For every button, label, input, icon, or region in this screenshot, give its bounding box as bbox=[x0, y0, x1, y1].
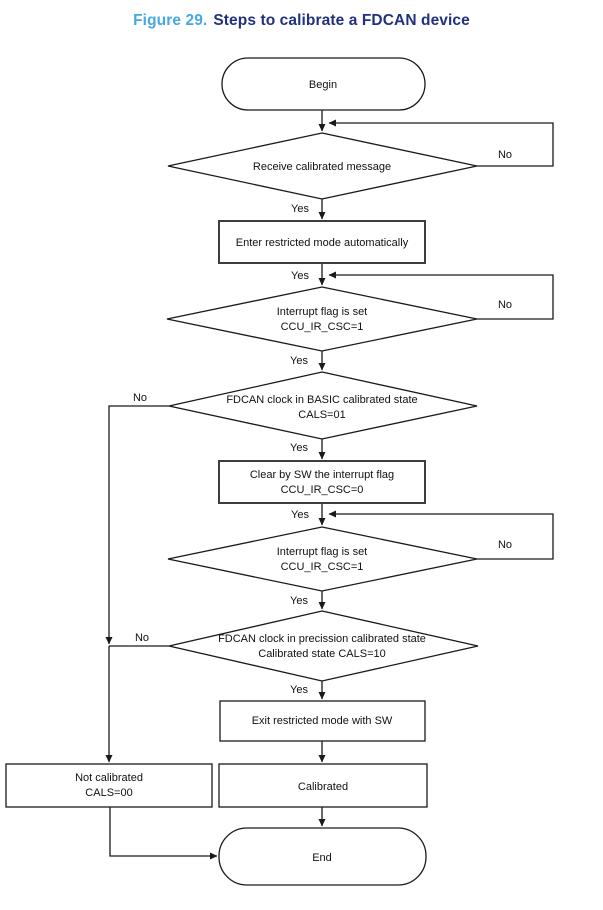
label-basic-no: No bbox=[133, 392, 147, 404]
node-not-calibrated-line1: Not calibrated bbox=[75, 772, 143, 784]
node-precision-calibrated-decision bbox=[168, 610, 479, 682]
label-interrupt2-yes: Yes bbox=[290, 595, 308, 607]
node-exit-restricted-label: Exit restricted mode with SW bbox=[252, 715, 393, 727]
node-clear-flag-line2: CCU_IR_CSC=0 bbox=[281, 484, 364, 496]
node-precision-calibrated-line2: Calibrated state CALS=10 bbox=[258, 648, 386, 660]
node-receive-message-label: Receive calibrated message bbox=[253, 161, 391, 173]
figure-title: Figure 29. Steps to calibrate a FDCAN dev… bbox=[0, 12, 603, 30]
edge-interrupt2-no-loop bbox=[328, 510, 554, 560]
edge-interrupt1-no-loop bbox=[328, 271, 554, 320]
label-basic-yes: Yes bbox=[290, 442, 308, 454]
node-interrupt-flag-2-line1: Interrupt flag is set bbox=[277, 546, 368, 558]
node-interrupt-flag-2-decision bbox=[167, 526, 478, 592]
figure-caption: Steps to calibrate a FDCAN device bbox=[213, 12, 470, 29]
label-clear-yes: Yes bbox=[291, 509, 309, 521]
edge-receive-no-loop bbox=[328, 119, 554, 167]
node-clear-flag-line1: Clear by SW the interrupt flag bbox=[250, 469, 394, 481]
node-begin-terminator bbox=[221, 57, 426, 111]
node-basic-calibrated-line2: CALS=01 bbox=[298, 409, 345, 421]
label-interrupt2-no: No bbox=[498, 539, 512, 551]
node-receive-message-decision bbox=[167, 132, 478, 200]
node-enter-restricted-label: Enter restricted mode automatically bbox=[236, 237, 409, 249]
node-clear-flag-process bbox=[218, 460, 426, 504]
node-interrupt-flag-2-line2: CCU_IR_CSC=1 bbox=[281, 561, 364, 573]
label-precision-no: No bbox=[135, 632, 149, 644]
node-end-label: End bbox=[312, 852, 332, 864]
node-precision-calibrated-line1: FDCAN clock in precission calibrated sta… bbox=[218, 633, 426, 645]
edge-basic-no-left bbox=[105, 405, 169, 645]
node-interrupt-flag-1-decision bbox=[166, 286, 478, 352]
label-interrupt1-no: No bbox=[498, 299, 512, 311]
node-not-calibrated-process bbox=[5, 763, 213, 808]
node-begin-label: Begin bbox=[309, 79, 337, 91]
node-exit-restricted-process bbox=[219, 700, 426, 742]
label-precision-yes: Yes bbox=[290, 684, 308, 696]
node-calibrated-label: Calibrated bbox=[298, 781, 348, 793]
node-interrupt-flag-1-line2: CCU_IR_CSC=1 bbox=[281, 321, 364, 333]
label-receive-no: No bbox=[498, 149, 512, 161]
edge-notcalibrated-to-end bbox=[109, 807, 218, 860]
figure-number: Figure 29. bbox=[133, 12, 208, 29]
label-receive-yes: Yes bbox=[291, 203, 309, 215]
node-interrupt-flag-1-line1: Interrupt flag is set bbox=[277, 306, 368, 318]
label-interrupt1-yes: Yes bbox=[290, 355, 308, 367]
node-not-calibrated-line2: CALS=00 bbox=[85, 787, 132, 799]
node-end-terminator bbox=[218, 827, 427, 886]
node-basic-calibrated-decision bbox=[168, 371, 478, 440]
node-basic-calibrated-line1: FDCAN clock in BASIC calibrated state bbox=[226, 394, 417, 406]
node-calibrated-process bbox=[218, 763, 428, 808]
node-enter-restricted-process bbox=[218, 220, 426, 264]
label-enter-yes: Yes bbox=[291, 270, 309, 282]
